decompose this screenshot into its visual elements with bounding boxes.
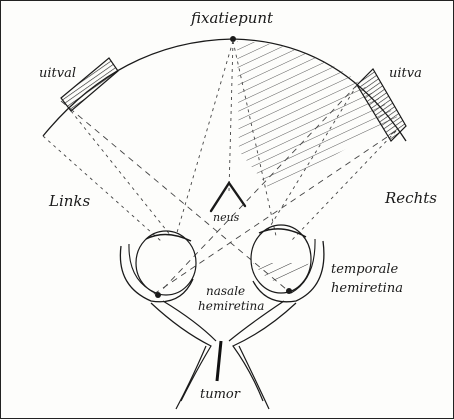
fixation-point-label: fixatiepunt	[190, 9, 274, 27]
temporal-hemiretina-label-1: temporale	[331, 262, 399, 277]
right-field-defect-region	[237, 41, 399, 191]
tumor-bar	[217, 341, 221, 381]
right-outfall-label: uitva	[389, 66, 422, 81]
tumor-label: tumor	[200, 387, 241, 402]
nasal-hemiretina-label-2: hemiretina	[198, 299, 264, 313]
left-outfall-label: uitval	[39, 66, 76, 81]
temporal-hemiretina-label-2: hemiretina	[331, 281, 403, 296]
right-label: Rechts	[384, 189, 437, 207]
nose-label: neus	[213, 211, 240, 224]
right-eye	[251, 225, 324, 302]
left-label: Links	[48, 192, 91, 210]
nasal-hemiretina-label-1: nasale	[206, 284, 245, 298]
nose-shape	[211, 183, 245, 211]
